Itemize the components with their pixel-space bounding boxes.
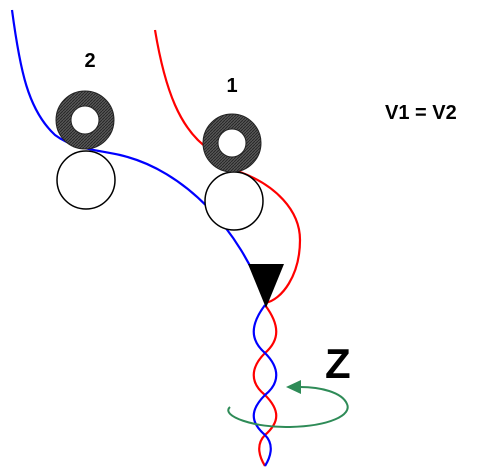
top-roller-1-outline <box>202 113 262 173</box>
bottom-roller-2 <box>56 150 116 210</box>
twist-direction-label: Z <box>325 340 351 387</box>
top-roller-2-outline <box>55 90 115 150</box>
speed-relation-label: V1 = V2 <box>385 102 457 124</box>
top-roller-1-hole <box>217 128 247 158</box>
bottom-roller-1 <box>204 171 264 231</box>
roller-label-2: 2 <box>84 50 95 72</box>
rotation-arrow-path <box>227 386 349 429</box>
rotation-arrowhead-icon <box>286 380 301 394</box>
top-roller-2 <box>56 91 114 149</box>
top-roller-1 <box>203 114 261 172</box>
top-roller-2-hole <box>70 105 100 135</box>
roller-label-1: 1 <box>226 75 237 97</box>
yarn-guide-triangle <box>248 264 284 308</box>
twisted-yarn-blue <box>252 304 278 467</box>
